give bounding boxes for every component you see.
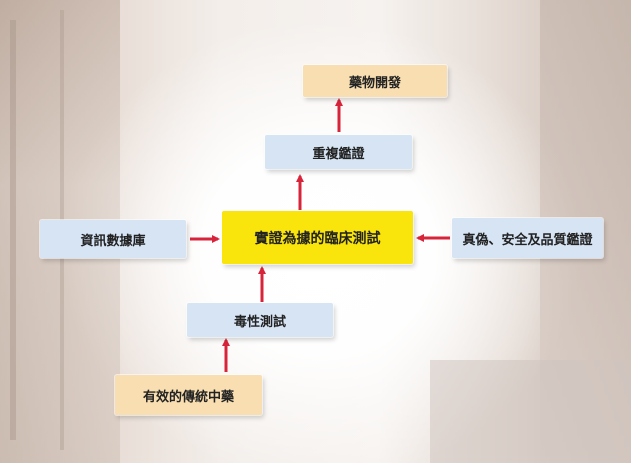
- node-drug-development: 藥物開發: [303, 65, 447, 97]
- node-label: 毒性測試: [233, 314, 286, 330]
- node-label: 重複鑑證: [312, 146, 365, 162]
- node-label: 資訊數據庫: [80, 233, 146, 249]
- node-label: 實證為據的臨床測試: [254, 230, 381, 247]
- node-label: 真偽、安全及品質鑑證: [462, 232, 593, 248]
- background-bottom-equipment: [430, 360, 631, 463]
- background-left-tube: [10, 20, 16, 440]
- node-label: 有效的傳統中藥: [142, 389, 234, 405]
- node-toxicity-test: 毒性測試: [187, 303, 333, 337]
- node-label: 藥物開發: [348, 75, 401, 91]
- node-effective-tcm: 有效的傳統中藥: [115, 375, 262, 415]
- node-evidence-based-clinical-test: 實證為據的臨床測試: [222, 211, 413, 264]
- node-authenticity-safety-quality: 真偽、安全及品質鑑證: [452, 218, 603, 258]
- node-repeat-identification: 重複鑑證: [265, 135, 412, 169]
- node-information-database: 資訊數據庫: [40, 220, 186, 258]
